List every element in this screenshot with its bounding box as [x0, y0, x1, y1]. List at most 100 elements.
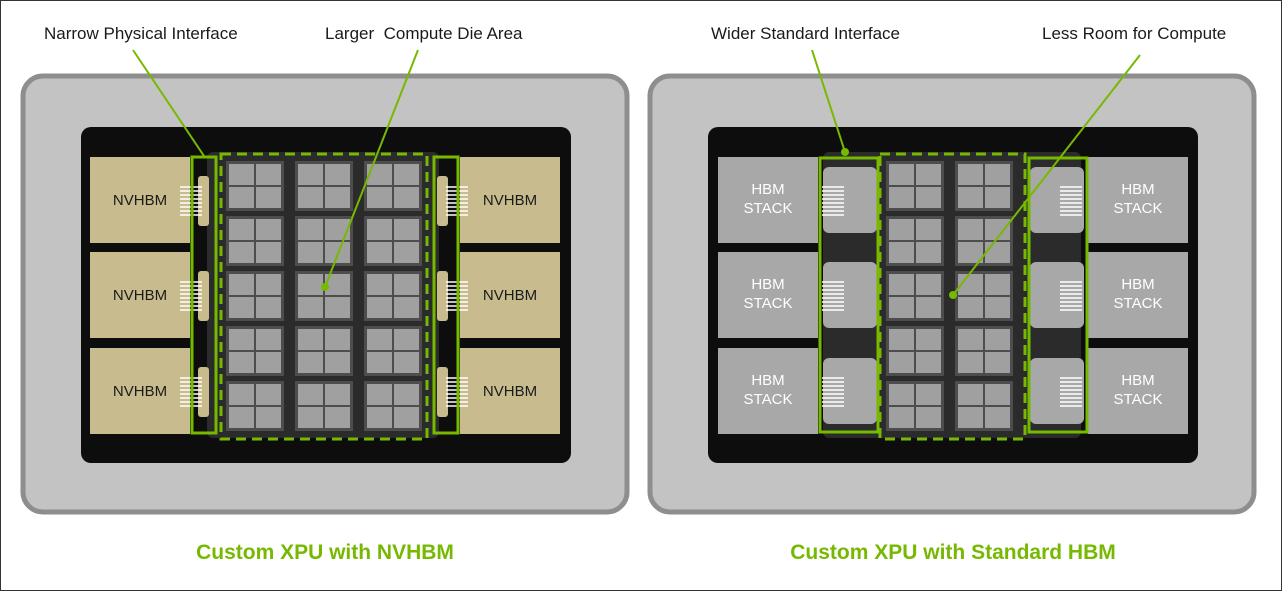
compute-tile-cell: [958, 352, 983, 373]
compute-tile-cell: [298, 297, 323, 318]
compute-tile-cell: [958, 384, 983, 405]
compute-tile-cell: [394, 164, 419, 185]
nvhbm-label: NVHBM: [483, 383, 537, 400]
caption-standard-hbm: Custom XPU with Standard HBM: [790, 541, 1116, 564]
compute-tile-cell: [958, 407, 983, 428]
compute-tile-cell: [256, 352, 281, 373]
compute-tile-cell: [958, 329, 983, 350]
compute-tile-cell: [889, 274, 914, 295]
compute-tile-cell: [985, 407, 1010, 428]
hbm-label: HBM: [751, 372, 784, 389]
phy-block: [823, 358, 877, 424]
compute-tile-cell: [229, 219, 254, 240]
compute-tile-cell: [889, 407, 914, 428]
compute-tile-cell: [256, 274, 281, 295]
compute-tile-cell: [298, 164, 323, 185]
phy-block: [437, 176, 448, 226]
compute-tile-cell: [916, 219, 941, 240]
compute-tile-cell: [325, 352, 350, 373]
hbm-label: HBM: [751, 181, 784, 198]
hbm-label: STACK: [744, 391, 793, 408]
nvhbm-label: NVHBM: [483, 287, 537, 304]
compute-tile-cell: [298, 384, 323, 405]
compute-tile-cell: [916, 274, 941, 295]
compute-tile-cell: [256, 164, 281, 185]
callout-leaders: [132, 49, 1141, 299]
compute-tile-cell: [367, 407, 392, 428]
compute-area-highlight: [878, 152, 1027, 441]
nvhbm-label: NVHBM: [113, 192, 167, 209]
hbm-label: STACK: [744, 200, 793, 217]
wide-interface-highlight: [1027, 156, 1089, 434]
hbm-stack: [1088, 157, 1188, 243]
hbm-stack: [718, 252, 818, 338]
compute-tile-cell: [394, 187, 419, 208]
phy-block: [823, 167, 877, 233]
compute-tile-cell: [985, 329, 1010, 350]
compute-tile-cell: [889, 187, 914, 208]
compute-tile-cell: [256, 384, 281, 405]
hbm-label: STACK: [744, 295, 793, 312]
phy-block: [198, 367, 209, 417]
compute-tile-cell: [325, 297, 350, 318]
compute-tile-cell: [889, 384, 914, 405]
compute-tile-cell: [958, 242, 983, 263]
compute-tile-cell: [298, 329, 323, 350]
compute-tile-cell: [394, 407, 419, 428]
compute-tile-cell: [367, 297, 392, 318]
compute-tile-cell: [325, 274, 350, 295]
nvhbm-stack: [90, 157, 190, 243]
caption-nvhbm: Custom XPU with NVHBM: [196, 541, 454, 564]
compute-tile-cell: [394, 297, 419, 318]
nvhbm-stack: [90, 348, 190, 434]
compute-tile-cell: [916, 407, 941, 428]
compute-tile-cell: [889, 329, 914, 350]
compute-tile-cell: [298, 274, 323, 295]
compute-tile-cell: [229, 164, 254, 185]
compute-tile-cell: [985, 297, 1010, 318]
compute-tile-cell: [298, 407, 323, 428]
phy-block: [198, 271, 209, 321]
compute-tile-cell: [367, 219, 392, 240]
callout-leader-line: [132, 49, 205, 157]
compute-tile-cell: [298, 219, 323, 240]
narrow-interface-highlight: [190, 155, 218, 435]
compute-tile-cell: [916, 384, 941, 405]
hbm-stack: [1088, 252, 1188, 338]
compute-tile-cell: [229, 274, 254, 295]
compute-tile-cell: [985, 384, 1010, 405]
nvhbm-stack: [460, 157, 560, 243]
phy-block: [1030, 167, 1084, 233]
callout-narrow-interface: Narrow Physical Interface: [44, 24, 238, 43]
phy-block: [437, 367, 448, 417]
hbm-label: HBM: [1121, 372, 1154, 389]
nvhbm-stack: [90, 252, 190, 338]
hbm-stack: [1088, 348, 1188, 434]
compute-tile-cell: [394, 274, 419, 295]
callout-less-room: Less Room for Compute: [1042, 24, 1227, 43]
compute-tile-cell: [256, 242, 281, 263]
hbm-label: STACK: [1114, 391, 1163, 408]
compute-tile-cell: [367, 384, 392, 405]
compute-tile-cell: [229, 242, 254, 263]
nvhbm-stack: [460, 348, 560, 434]
wide-interface-highlight: [818, 156, 880, 434]
compute-tile-cell: [985, 219, 1010, 240]
compute-tile-cell: [916, 242, 941, 263]
compute-tile-cell: [229, 384, 254, 405]
compute-tile-cell: [394, 384, 419, 405]
phy-block: [437, 271, 448, 321]
compute-tile-cell: [229, 297, 254, 318]
hbm-stack: [718, 157, 818, 243]
hbm-label: STACK: [1114, 200, 1163, 217]
nvhbm-label: NVHBM: [113, 287, 167, 304]
callout-leader-line: [324, 49, 419, 288]
narrow-interface-highlight: [432, 155, 460, 435]
nvhbm-label: NVHBM: [483, 192, 537, 209]
compute-tile-cell: [256, 297, 281, 318]
compute-tile-cell: [889, 297, 914, 318]
callout-leader-line: [952, 54, 1141, 296]
compute-tile-cell: [958, 187, 983, 208]
